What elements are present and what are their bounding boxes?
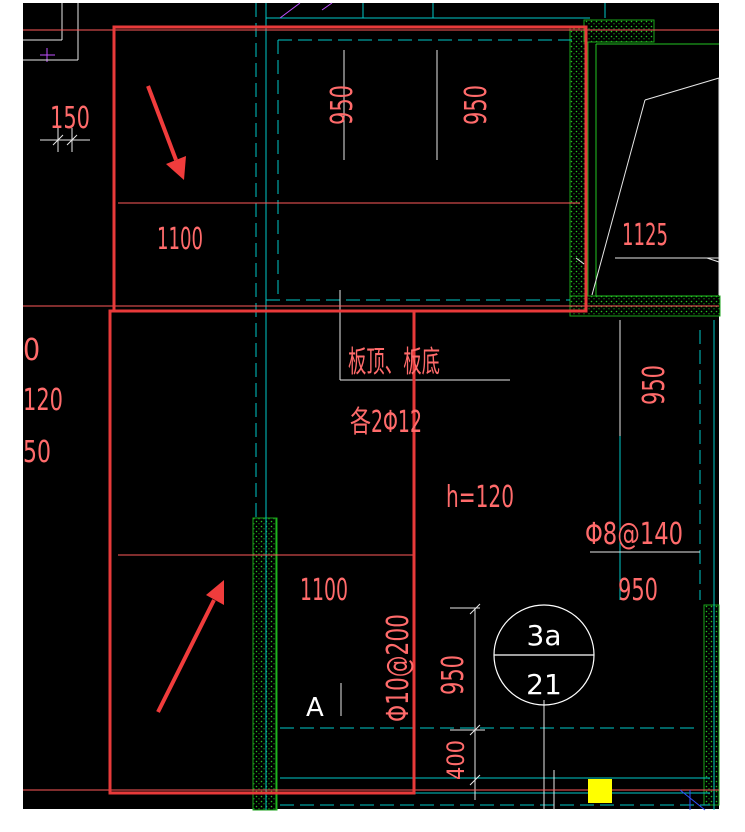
- dim-400: 400: [442, 740, 470, 780]
- section-mark: A: [306, 693, 324, 723]
- dim-950-right: 950: [637, 365, 672, 405]
- axis-lines: [255, 3, 715, 810]
- dim-left-0: 0: [23, 333, 40, 368]
- dim-left-50: 50: [23, 435, 51, 470]
- rebar-note-line1: 板顶、板底: [348, 345, 440, 380]
- dim-950-vert: 950: [436, 655, 471, 695]
- dim-1100-bottom: 1100: [300, 573, 348, 608]
- room-outline: [275, 43, 719, 810]
- dim-1100-top: 1100: [157, 222, 203, 257]
- dim-left-120: 120: [23, 383, 63, 418]
- drawing-canvas: [23, 3, 719, 809]
- yellow-marker: [588, 779, 612, 803]
- highlight-box-bottom: [108, 309, 416, 795]
- detail-bubble: 3a 21: [493, 604, 595, 706]
- rebar-note-line2: 各2Φ12: [350, 405, 422, 440]
- detail-bubble-top: 3a: [527, 619, 562, 652]
- dim-950-top-b: 950: [459, 85, 494, 125]
- dim-950-mid: 950: [618, 573, 658, 608]
- dim-150: 150: [50, 101, 90, 136]
- blue-marks: [679, 789, 706, 811]
- reference-lines: [23, 3, 720, 810]
- arrow-bottom: [156, 580, 224, 713]
- dim-950-top-a: 950: [325, 85, 360, 125]
- slab-rebar: Φ8@140: [585, 517, 683, 552]
- slab-thickness: h=120: [446, 480, 514, 515]
- vertical-rebar: Φ10@200: [381, 614, 416, 722]
- dim-1125: 1125: [622, 218, 668, 253]
- wall-hatch: [252, 19, 721, 811]
- arrow-top: [146, 85, 186, 180]
- detail-bubble-bottom: 21: [526, 668, 562, 701]
